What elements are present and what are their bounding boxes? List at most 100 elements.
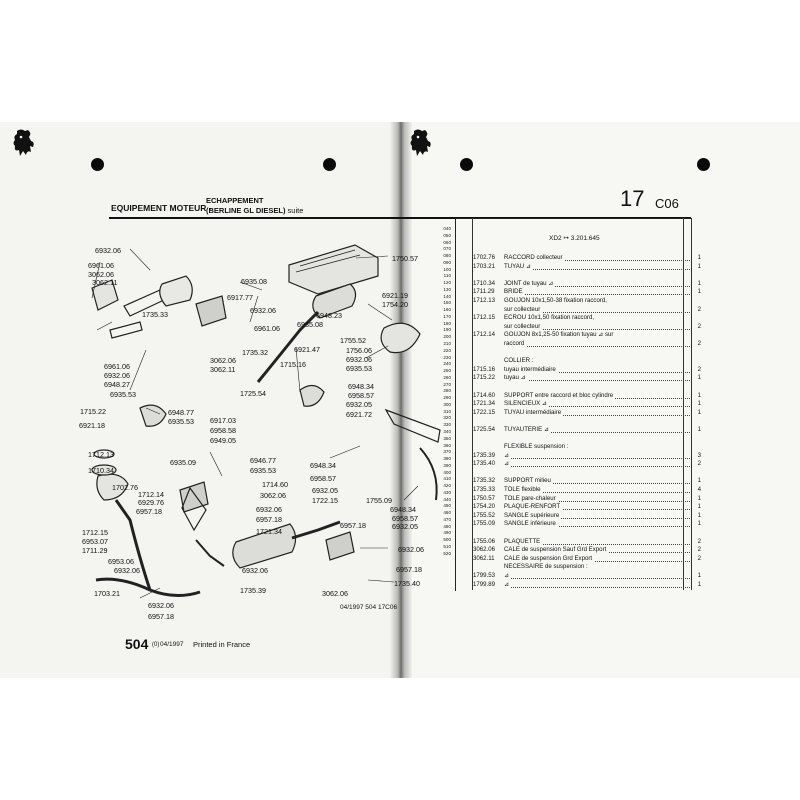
part-callout: 6932.06 <box>114 566 140 575</box>
ruler-tick: 430 <box>443 489 451 495</box>
part-quantity: 1 <box>697 425 701 433</box>
part-callout: 6932.05 <box>392 522 418 531</box>
part-callout: 6935.08 <box>297 320 323 329</box>
part-description: PLAQUE-RENFORT <box>504 503 563 512</box>
part-callout: 6949.05 <box>210 436 236 445</box>
part-callout: 3062.06 <box>260 491 286 500</box>
part-code: 1755.06 <box>473 537 496 545</box>
part-description: SILENCIEUX ⊿ <box>504 400 550 409</box>
part-callout: 6958.58 <box>210 426 236 435</box>
section-title: EQUIPEMENT MOTEUR - <box>111 203 212 213</box>
part-callout: 1755.09 <box>366 496 392 505</box>
ruler-tick: 280 <box>443 388 451 394</box>
part-description: SANGLE supérieure <box>504 511 562 521</box>
part-callout: 6948.27 <box>104 380 130 389</box>
part-callout: 3062.06 <box>88 270 114 279</box>
part-callout: 6932.06 <box>256 505 282 514</box>
part-callout: 6948.34 <box>390 505 416 514</box>
part-code: 1711.29 <box>473 288 495 296</box>
part-description: sur collecteur <box>504 305 543 315</box>
part-description: BRIDE <box>504 288 525 297</box>
part-quantity: 1 <box>697 580 701 588</box>
ruler-tick: 500 <box>443 537 451 543</box>
part-description: TOLE flexible <box>504 486 543 495</box>
part-callout: 1735.33 <box>142 310 168 319</box>
part-code: 1702.76 <box>473 254 496 261</box>
part-code: 1754.20 <box>473 503 496 511</box>
part-callout: 1712.15 <box>82 528 108 537</box>
part-description: CALE de suspension Grd Export <box>504 554 595 564</box>
part-code: 1799.89 <box>473 580 496 588</box>
ruler-tick: 170 <box>443 313 451 319</box>
part-callout: 6917.03 <box>210 416 236 425</box>
punch-hole <box>91 158 104 171</box>
subsection-title: ECHAPPEMENT <box>206 196 264 205</box>
part-description: ⊿ <box>504 460 512 469</box>
ruler-tick: 290 <box>443 395 451 401</box>
ruler-tick: 040 <box>443 226 451 231</box>
part-callout: 6953.07 <box>82 537 108 546</box>
part-quantity: 3 <box>697 451 701 459</box>
ruler-tick: 450 <box>443 503 451 509</box>
part-description: COLLIER : <box>504 357 536 366</box>
part-code: 1715.22 <box>473 374 496 382</box>
part-callout: 6948.34 <box>310 461 336 470</box>
part-quantity: 4 <box>697 486 701 494</box>
ruler-tick: 310 <box>443 408 451 414</box>
dot-leader <box>504 577 690 579</box>
parts-row: 1799.53⊿1 <box>473 571 701 581</box>
part-callout: 1722.15 <box>312 496 338 505</box>
part-callout: 6932.06 <box>346 355 372 364</box>
part-callout: 6921.18 <box>79 421 105 430</box>
part-quantity: 1 <box>697 511 701 519</box>
ruler-tick: 360 <box>443 442 451 448</box>
table-divider <box>683 218 684 590</box>
ruler-tick: 060 <box>443 239 451 245</box>
dot-leader <box>504 431 690 433</box>
footer-date: 04/1997 <box>160 641 184 648</box>
part-code: 1721.34 <box>473 400 496 408</box>
part-callout: 6932.06 <box>398 545 424 554</box>
part-callout: 1711.29 <box>82 546 108 555</box>
part-callout: 1702.76 <box>112 483 138 492</box>
dot-leader <box>504 543 690 545</box>
part-callout: 6957.18 <box>396 565 422 574</box>
parts-row: FLEXIBLE suspension : <box>473 443 701 452</box>
part-callout: 1750.57 <box>392 254 418 263</box>
ruler-tick: 190 <box>443 327 451 333</box>
diagram-reference: 04/1997 504 17C06 <box>340 604 398 611</box>
ruler-tick: 050 <box>443 232 451 238</box>
dot-leader <box>504 457 690 459</box>
dot-leader <box>504 328 690 330</box>
part-description: TUYAU ⊿ <box>504 262 533 272</box>
ruler-tick: 380 <box>443 456 451 462</box>
dot-leader <box>504 509 690 511</box>
ruler-tick: 250 <box>443 368 451 374</box>
ruler-tick: 410 <box>443 476 451 482</box>
ruler-tick: 390 <box>443 462 451 468</box>
part-quantity: 2 <box>697 546 701 554</box>
ruler-tick: 220 <box>443 347 451 353</box>
part-callout: 1703.21 <box>94 589 120 598</box>
part-quantity: 1 <box>697 391 701 399</box>
dot-leader <box>504 406 690 408</box>
part-description: raccord <box>504 339 527 349</box>
dot-leader <box>504 500 690 502</box>
part-quantity: 2 <box>697 365 701 373</box>
dot-leader <box>504 560 690 562</box>
part-quantity: 2 <box>697 460 701 468</box>
part-callout: 6935.53 <box>346 364 372 373</box>
part-callout: 6921.19 <box>382 291 408 300</box>
ruler-tick: 370 <box>443 449 451 455</box>
part-callout: 3062.11 <box>92 278 118 287</box>
part-description: ECROU 10x1,50 fixation raccord, <box>504 314 597 323</box>
parts-row: NECESSAIRE de suspension : <box>473 563 701 572</box>
dot-leader <box>504 345 690 347</box>
part-quantity: 2 <box>697 554 701 562</box>
